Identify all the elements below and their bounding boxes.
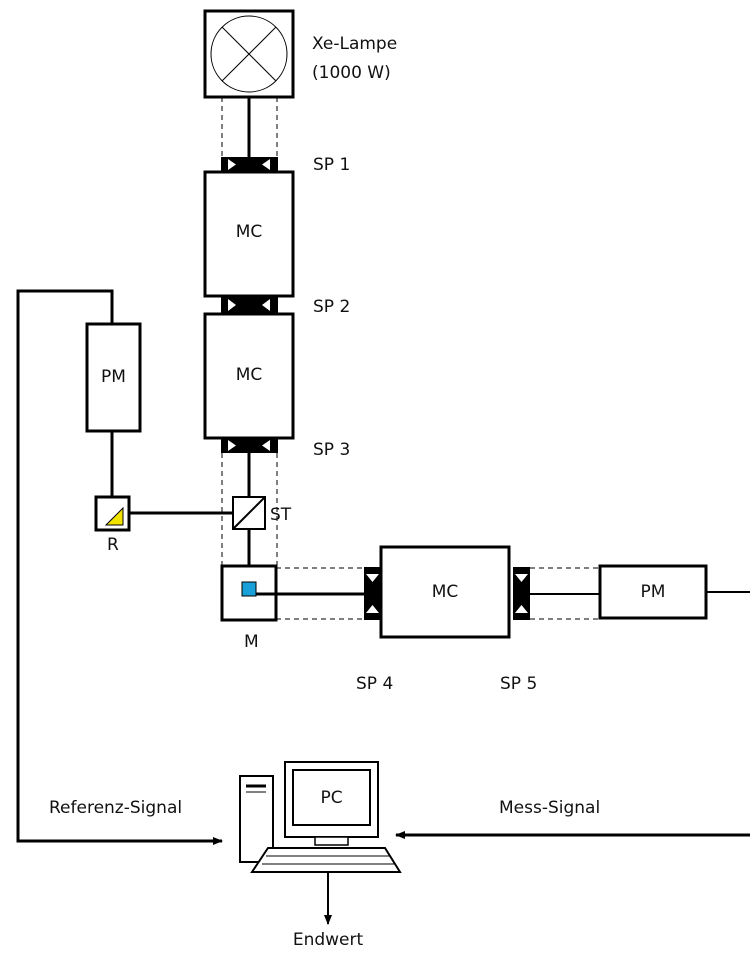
slit-sp2 [221, 296, 278, 314]
lamp-power-label: (1000 W) [312, 63, 391, 83]
mirror-label: M [244, 632, 259, 652]
reference-mirror-label: R [107, 535, 119, 555]
slit-sp2-label: SP 2 [313, 297, 351, 317]
xe-lamp [203, 9, 295, 99]
measurement-beam-horizontal [256, 567, 364, 620]
photomultiplier-reference [85, 322, 142, 433]
monochromator-top-label: MC [235, 222, 263, 242]
slit-sp1-label: SP 1 [313, 155, 351, 175]
photomultiplier-measurement-label: PM [640, 582, 666, 602]
computer-icon [239, 761, 402, 873]
pc-label: PC [320, 788, 343, 808]
lamp-cross-icon [210, 15, 288, 93]
measurement-beam-vertical [221, 453, 278, 588]
reference-mirror [94, 495, 131, 532]
slit-sp4-label: SP 4 [356, 674, 394, 694]
measurement-signal-label: Mess-Signal [499, 798, 601, 818]
measurement-pm-beam [530, 567, 600, 620]
lamp-name-label: Xe-Lampe [312, 34, 398, 54]
reference-signal-wire [16, 289, 223, 845]
monochromator-horizontal [379, 545, 511, 639]
lamp-beam [221, 97, 278, 157]
monochromator-middle-label: MC [235, 365, 263, 385]
beam-splitter-label: ST [270, 505, 292, 525]
reference-signal-label: Referenz-Signal [49, 798, 183, 818]
slit-sp1 [221, 157, 278, 172]
result-label: Endwert [292, 930, 364, 950]
photomultiplier-reference-label: PM [101, 367, 126, 387]
slit-sp5-label: SP 5 [500, 674, 538, 694]
beam-splitter-icon [232, 496, 266, 530]
slit-sp4 [364, 567, 381, 620]
slit-sp3 [221, 438, 278, 453]
slit-sp3-label: SP 3 [313, 440, 351, 460]
monochromator-horizontal-label: MC [431, 582, 459, 602]
slit-sp5 [513, 567, 530, 620]
